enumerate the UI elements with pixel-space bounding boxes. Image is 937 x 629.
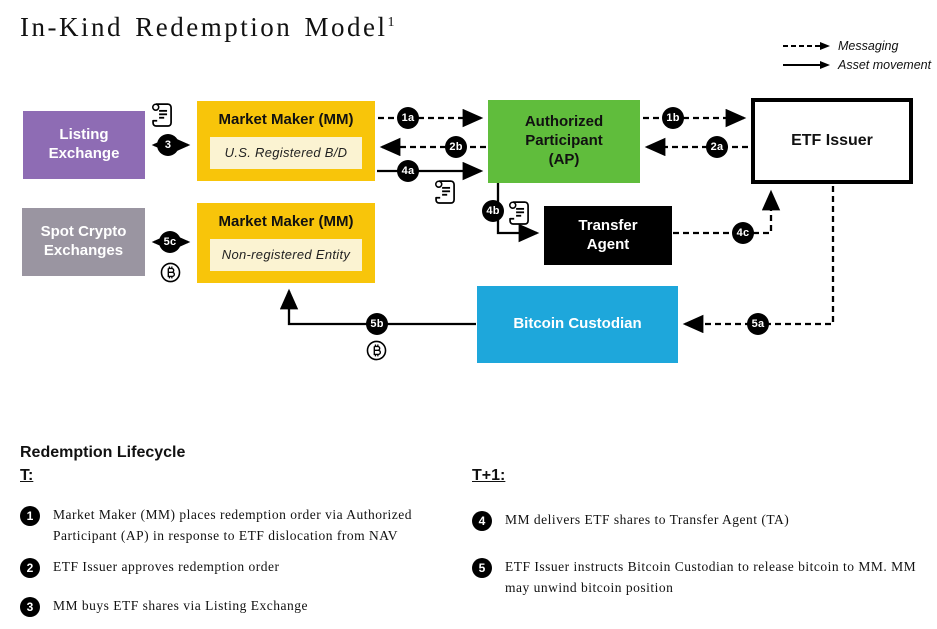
node-spot-crypto-exchanges: Spot Crypto Exchanges [22,208,145,276]
node-bitcoin-custodian-label: Bitcoin Custodian [513,315,642,333]
lifecycle-item-3-text: MM buys ETF shares via Listing Exchange [53,598,308,613]
step-badge-2b: 2b [445,136,467,158]
step-badge-3: 3 [157,134,179,156]
legend-row-messaging: Messaging [782,36,931,55]
step-number-3: 3 [20,597,40,617]
dashed-arrow-icon [783,41,830,50]
bitcoin-icon [366,340,387,361]
step-number-5: 5 [472,558,492,578]
node-transfer-agent: Transfer Agent [544,206,672,265]
node-market-maker-registered-label: Market Maker (MM) [218,111,354,128]
lifecycle-column-t-header: T: [20,467,34,484]
step-badge-4c: 4c [732,222,754,244]
step-badge-1a: 1a [397,107,419,129]
node-market-maker-registered-sublabel: U.S. Registered B/D [210,136,362,169]
node-transfer-agent-label: Transfer Agent [578,216,638,253]
step-badge-5c: 5c [159,231,181,253]
step-badge-5b: 5b [366,313,388,335]
lifecycle-item-2-text: ETF Issuer approves redemption order [53,559,280,574]
connector-lines [151,108,835,334]
node-etf-issuer-label: ETF Issuer [791,132,873,149]
step-badge-4b: 4b [482,200,504,222]
node-market-maker-nonregistered-label: Market Maker (MM) [218,213,354,230]
lifecycle-item-1: 1 Market Maker (MM) places redemption or… [20,505,420,547]
footnote-marker: 1 [387,15,395,30]
lifecycle-column-t1-header: T+1: [472,467,506,484]
bitcoin-icon [160,262,181,283]
legend-row-asset-movement: Asset movement [782,55,931,74]
node-spot-crypto-exchanges-label: Spot Crypto Exchanges [40,223,127,259]
legend: Messaging Asset movement [782,36,931,74]
lifecycle-item-2: 2 ETF Issuer approves redemption order [20,557,420,578]
step-number-1: 1 [20,506,40,526]
step-number-4: 4 [472,511,492,531]
legend-messaging-label: Messaging [838,38,899,53]
scroll-icon [507,199,530,226]
lifecycle-item-5: 5 ETF Issuer instructs Bitcoin Custodian… [472,557,922,599]
step-badge-4a: 4a [397,160,419,182]
step-badge-1b: 1b [662,107,684,129]
node-authorized-participant-label: Authorized Participant (AP) [524,113,604,168]
lifecycle-item-1-text: Market Maker (MM) places redemption orde… [53,507,413,543]
node-listing-exchange: Listing Exchange [23,111,145,179]
step-badge-2a: 2a [706,136,728,158]
node-authorized-participant: Authorized Participant (AP) [488,100,640,183]
lifecycle-item-4: 4 MM delivers ETF shares to Transfer Age… [472,510,922,531]
node-market-maker-nonregistered-sublabel: Non-registered Entity [210,238,362,271]
lifecycle-item-4-text: MM delivers ETF shares to Transfer Agent… [505,512,790,527]
lifecycle-heading: Redemption Lifecycle [20,444,186,461]
step-number-2: 2 [20,558,40,578]
node-market-maker-registered: Market Maker (MM) U.S. Registered B/D [197,101,375,181]
node-listing-exchange-label: Listing Exchange [48,126,120,162]
scroll-icon [150,101,173,128]
node-bitcoin-custodian: Bitcoin Custodian [477,286,678,363]
node-etf-issuer: ETF Issuer [751,98,913,184]
node-market-maker-nonregistered: Market Maker (MM) Non-registered Entity [197,203,375,283]
page-title-text: In-Kind Redemption Model [20,12,388,42]
scroll-icon [433,178,456,205]
solid-arrow-icon [783,60,830,69]
page-title: In-Kind Redemption Model1 [20,12,394,43]
lifecycle-item-3: 3 MM buys ETF shares via Listing Exchang… [20,596,420,617]
step-badge-5a: 5a [747,313,769,335]
legend-asset-movement-label: Asset movement [838,57,932,72]
lifecycle-item-5-text: ETF Issuer instructs Bitcoin Custodian t… [505,559,917,595]
